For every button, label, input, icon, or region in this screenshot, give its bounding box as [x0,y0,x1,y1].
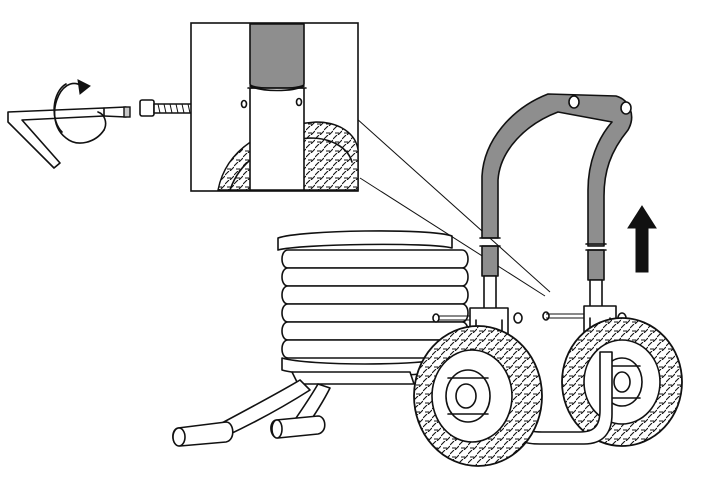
wheel-right [561,317,683,447]
hex-key [7,106,131,169]
up-arrow-icon [627,205,657,273]
detail-inset [190,22,359,192]
reel-base-frame [172,371,415,447]
rotation-arrow-icon [53,79,107,144]
handle-tube [479,93,633,317]
wheel-left [413,325,543,467]
hose-reel [277,230,469,377]
inset-leader-lines [355,117,551,297]
